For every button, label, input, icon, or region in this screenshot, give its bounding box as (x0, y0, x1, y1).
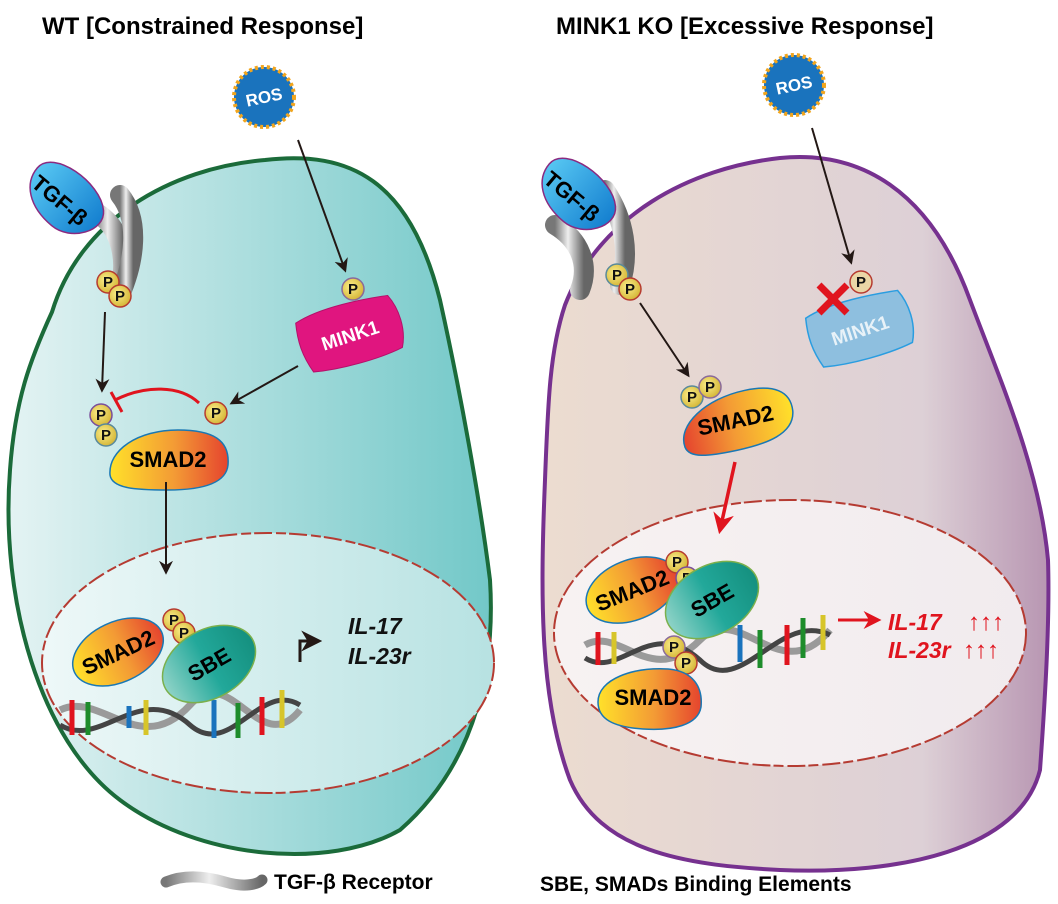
wt-inhibition-arc (114, 387, 201, 405)
svg-text:P: P (681, 655, 691, 672)
svg-text:P: P (211, 405, 221, 422)
ko-panel-title: MINK1 KO [Excessive Response] (556, 13, 933, 40)
ko-gene-il23r: IL-23r (888, 637, 952, 663)
wt-mink1-to-smad2-arrow (229, 365, 299, 405)
legend-sbe-label: SBE, SMADs Binding Elements (540, 873, 852, 896)
wt-mink1-p: P (341, 277, 365, 301)
svg-text:P: P (687, 389, 697, 406)
ko-mink1-p: P (849, 270, 873, 294)
ko-nuclear-smad2-top: SMAD2 (585, 556, 679, 624)
wt-ros: ROS (232, 65, 296, 129)
ko-nuclear-p3: P (662, 635, 686, 659)
wt-smad2-p-linker: P (204, 401, 228, 425)
svg-text:P: P (672, 554, 682, 571)
svg-text:P: P (856, 274, 866, 291)
wt-dna (58, 689, 303, 738)
wt-receptor-to-smad2-arrow (95, 311, 110, 393)
wt-smad2-p2: P (94, 423, 118, 447)
wt-nuclear-smad2: SMAD2 (71, 617, 165, 687)
ko-receptor-p2: P (618, 277, 642, 301)
wt-mink1: MINK1 (295, 294, 404, 373)
ko-tgfb-ligand: TGF-β (539, 157, 617, 231)
ko-ros-to-mink1-arrow (811, 127, 855, 265)
svg-text:P: P (179, 625, 189, 642)
wt-sbe: SBE (161, 624, 257, 704)
ko-il17-upregulation-arrows: ↑↑↑ (968, 609, 1004, 636)
wt-gene-il17: IL-17 (348, 613, 403, 639)
ko-smad2: SMAD2 (682, 387, 794, 457)
ko-mink1-inactive: MINK1 (804, 289, 915, 368)
svg-text:P: P (705, 379, 715, 396)
wt-transcription-start-arrow (298, 630, 323, 662)
wt-inhibition-bar (109, 391, 124, 413)
svg-text:P: P (96, 407, 106, 424)
svg-text:P: P (612, 267, 622, 284)
wt-panel-title: WT [Constrained Response] (42, 13, 363, 40)
ko-sbe: SBE (664, 560, 760, 640)
svg-text:P: P (101, 427, 111, 444)
legend: TGF-β Receptor SBE, SMADs Binding Elemen… (160, 871, 852, 896)
wt-tgfb-ligand: TGF-β (27, 161, 105, 235)
ko-panel: MINK1 KO [Excessive Response] ROS TGF-β … (539, 13, 1051, 873)
wt-gene-il23r: IL-23r (348, 643, 412, 669)
ko-gene-il17: IL-17 (888, 609, 943, 635)
svg-text:P: P (115, 288, 125, 305)
ko-nuclear-smad2-bottom-label: SMAD2 (614, 685, 691, 710)
svg-text:P: P (103, 274, 113, 291)
wt-smad2-label: SMAD2 (129, 447, 206, 472)
svg-text:P: P (625, 281, 635, 298)
ko-smad2-p1: P (680, 385, 704, 409)
ko-block-x-icon (816, 282, 850, 316)
svg-text:P: P (669, 639, 679, 656)
ko-smad2-p2: P (698, 375, 722, 399)
ko-nuclear-smad2-bottom: SMAD2 (597, 668, 702, 731)
ko-il23r-upregulation-arrows: ↑↑↑ (963, 637, 999, 664)
wt-smad2: SMAD2 (109, 429, 229, 491)
ko-ros: ROS (762, 53, 826, 117)
wt-smad2-p1: P (89, 403, 113, 427)
ko-receptor-to-smad2-arrow (639, 302, 690, 378)
legend-receptor-label: TGF-β Receptor (274, 871, 433, 894)
ko-smad2-to-nucleus-arrow (713, 461, 737, 535)
svg-text:P: P (169, 612, 179, 629)
wt-panel: WT [Constrained Response] ROS TGF-β P P (6, 13, 495, 856)
wt-ros-to-mink1-arrow (297, 139, 348, 273)
ko-dna (583, 615, 833, 673)
legend-receptor-icon (160, 871, 268, 891)
svg-text:P: P (348, 281, 358, 298)
wt-receptor-p2: P (108, 284, 132, 308)
